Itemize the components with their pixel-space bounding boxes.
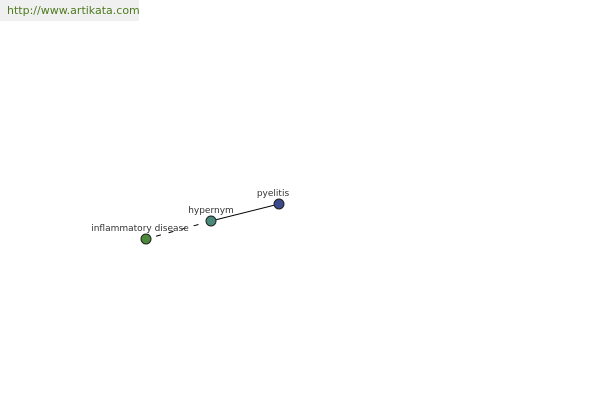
node-hypernym-dot[interactable] (205, 215, 217, 227)
node-pyelitis-dot[interactable] (273, 198, 285, 210)
node-pyelitis[interactable]: pyelitis (257, 189, 290, 210)
node-inflammatory-disease[interactable]: inflammatory disease (91, 224, 189, 245)
node-hypernym[interactable]: hypernym (188, 206, 234, 227)
node-inflammatory-disease-label: inflammatory disease (91, 224, 189, 234)
node-hypernym-label: hypernym (188, 206, 234, 216)
edge-pyelitis-hypernym (210, 203, 280, 222)
edge-hypernym-inflammatory-disease (145, 220, 212, 240)
node-inflammatory-disease-dot[interactable] (140, 233, 152, 245)
node-pyelitis-label: pyelitis (257, 189, 290, 199)
watermark-url[interactable]: http://www.artikata.com (0, 0, 140, 21)
